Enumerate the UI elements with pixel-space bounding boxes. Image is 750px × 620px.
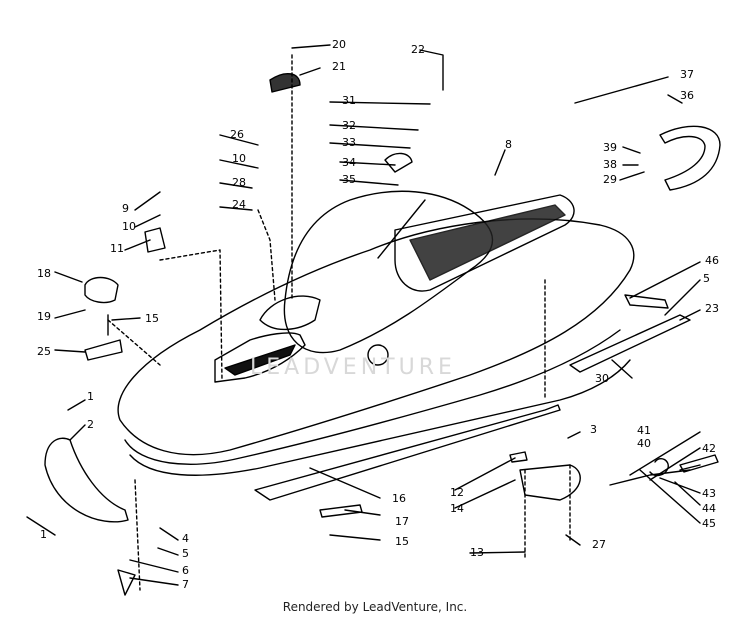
callout-label: 38 xyxy=(603,158,617,171)
callout-label: 25 xyxy=(37,345,51,358)
callout-label: 22 xyxy=(411,43,425,56)
callout-label: 41 xyxy=(637,424,651,437)
callout-label: 4 xyxy=(182,532,189,545)
callout-label: 29 xyxy=(603,173,617,186)
side-rail xyxy=(569,314,691,373)
callout-label: 40 xyxy=(637,437,651,450)
callout-label: 42 xyxy=(702,442,716,455)
bumper xyxy=(44,437,129,523)
callout-label: 18 xyxy=(37,267,51,280)
callout-label: 10 xyxy=(122,220,136,233)
callout-label: 8 xyxy=(505,138,512,151)
callout-label: 36 xyxy=(680,89,694,102)
callout-label: 9 xyxy=(122,202,129,215)
callout-label: 35 xyxy=(342,173,356,186)
callout-label: 28 xyxy=(232,176,246,189)
hull-rail xyxy=(124,329,621,465)
callout-label: 26 xyxy=(230,128,244,141)
callout-label: 2 xyxy=(87,418,94,431)
callout-label: 17 xyxy=(395,515,409,528)
callout-label: 15 xyxy=(395,535,409,548)
callout-label: 44 xyxy=(702,502,716,515)
callout-label: 45 xyxy=(702,517,716,530)
callout-label: 24 xyxy=(232,198,246,211)
callout-label: 21 xyxy=(332,60,346,73)
bracket xyxy=(519,464,581,501)
callout-label: 19 xyxy=(37,310,51,323)
callout-label: 16 xyxy=(392,492,406,505)
callout-label: 14 xyxy=(450,502,464,515)
callout-label: 27 xyxy=(592,538,606,551)
callout-label: 6 xyxy=(182,564,189,577)
callout-label: 5 xyxy=(182,547,189,560)
callout-label: 33 xyxy=(342,136,356,149)
callout-label: 34 xyxy=(342,156,356,169)
callout-label: 10 xyxy=(232,152,246,165)
callout-label: 39 xyxy=(603,141,617,154)
callout-label: 3 xyxy=(590,423,597,436)
hull-outline xyxy=(117,218,635,456)
footwell xyxy=(394,194,575,292)
callout-label: 1 xyxy=(87,390,94,403)
callout-label: 12 xyxy=(450,486,464,499)
callout-label: 11 xyxy=(110,242,124,255)
callout-label: 43 xyxy=(702,487,716,500)
callout-label: 30 xyxy=(595,372,609,385)
callout-label: 46 xyxy=(705,254,719,267)
handle xyxy=(659,125,721,191)
hatch xyxy=(214,332,306,383)
rub-rail xyxy=(254,404,561,501)
callout-label: 5 xyxy=(703,272,710,285)
callout-label: 15 xyxy=(145,312,159,325)
watermark: LEADVENTURE xyxy=(250,355,456,380)
callout-label: 32 xyxy=(342,119,356,132)
callout-label: 1 xyxy=(40,528,47,541)
callout-label: 20 xyxy=(332,38,346,51)
callout-label: 7 xyxy=(182,578,189,591)
callout-label: 37 xyxy=(680,68,694,81)
hull-bottom xyxy=(129,359,631,476)
callout-label: 31 xyxy=(342,94,356,107)
callout-label: 23 xyxy=(705,302,719,315)
footer-credit: Rendered by LeadVenture, Inc. xyxy=(282,600,468,614)
callout-label: 13 xyxy=(470,546,484,559)
